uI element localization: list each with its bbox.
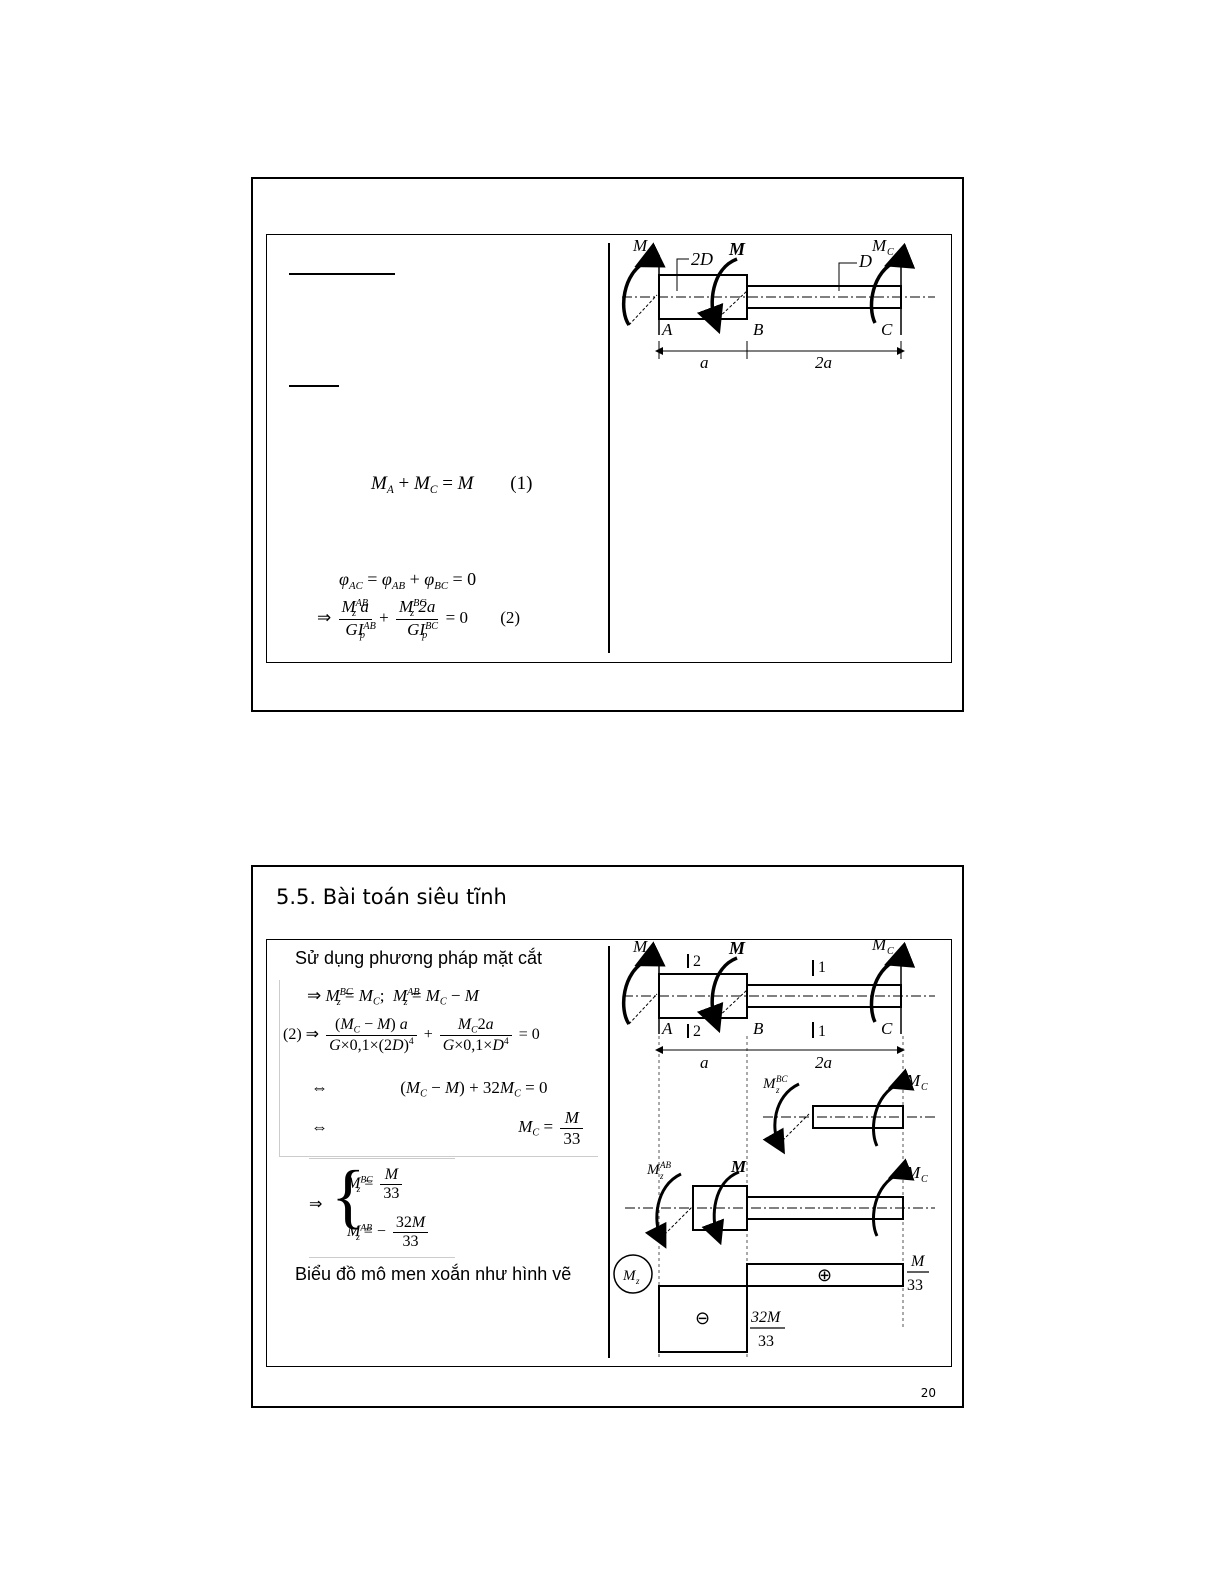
label-2d: 2D [691,249,713,269]
svg-text:A: A [647,948,655,959]
column-divider [608,946,610,1358]
label-point-c: C [881,320,893,339]
equation-frame [279,980,598,1157]
positive-value-den: 33 [907,1277,923,1294]
svg-text:M: M [905,1071,921,1090]
negative-value-den: 33 [758,1333,774,1350]
moment-m-ab-arrow [701,1170,740,1246]
mz-diagram-symbol [613,1254,653,1294]
label-length-2a: 2a [815,1053,832,1072]
moment-ma-arrow [622,941,666,1026]
svg-text:z: z [659,1171,664,1181]
shaft-figure: 2D D M A M M C A B C a 2a [622,236,935,372]
svg-text:2: 2 [693,953,701,970]
slide-2-content-frame: Sử dụng phương pháp mặt cắt ⇒ MBCz = MC;… [266,939,952,1367]
label-length-a: a [700,353,709,372]
moment-mc-arrow [869,941,916,1023]
negative-sign: ⊖ [695,1308,710,1328]
page-number: 20 [920,1386,936,1400]
label-d: D [858,251,872,271]
moment-mz-ab-arrow [644,1172,682,1249]
label-mc: M [871,236,887,255]
svg-text:A: A [647,247,655,258]
svg-text:2: 2 [693,1023,701,1040]
moment-mc-bc-arrow [872,1068,915,1147]
equation-moments: ⇒ MBCz = MC; MABz = MC − M [307,986,479,1008]
slide-2: 5.5. Bài toán siêu tĩnh Sử dụng phương p… [251,865,964,1408]
torque-positive-region [746,1263,904,1287]
slide-1: MA + MC = M (1) φAC = φAB + φBC = 0 ⇒ MA… [251,177,964,712]
equation-1: MA + MC = M (1) [371,473,533,496]
positive-value-num: M [910,1253,926,1270]
moment-mz-bc-arrow [762,1082,800,1155]
heading-underline-1 [289,273,395,275]
svg-text:1: 1 [818,959,826,976]
svg-text:1: 1 [818,1023,826,1040]
slide-1-content-frame: MA + MC = M (1) φAC = φAB + φBC = 0 ⇒ MA… [266,234,952,663]
label-point-b: B [753,1019,764,1038]
moment-m-arrow [696,956,738,1034]
method-text: Sử dụng phương pháp mặt cắt [295,948,543,968]
shaft-torque-figure: 2 1 2 1 M A M M C A B C a 2a [613,940,935,1360]
label-point-b: B [753,320,764,339]
svg-text:C: C [921,1174,928,1185]
label-point-a: A [661,1019,673,1038]
label-ma: M [632,236,648,255]
moment-m-arrow [696,257,738,335]
moment-ma-arrow [622,242,666,327]
svg-text:z: z [635,1276,640,1286]
equation-simplified: ⇔ (MC − M) + 32MC = 0 [311,1078,548,1100]
moment-mc-arrow [869,242,916,324]
svg-text:C: C [887,247,894,258]
svg-text:M: M [622,1268,637,1284]
label-m: M [728,239,746,259]
svg-text:M: M [762,1076,777,1092]
negative-value-num: 32M [750,1309,782,1326]
label-length-a: a [700,1053,709,1072]
label-length-2a: 2a [815,353,832,372]
diagram-caption: Biểu đồ mô men xoắn như hình vẽ [295,1264,572,1284]
svg-text:M: M [646,1162,661,1178]
equation-compatibility: φAC = φAB + φBC = 0 [339,569,477,592]
label-point-c: C [881,1019,893,1038]
moment-mc-ac-arrow [872,1158,915,1237]
label-ma: M [632,940,648,956]
slide-title: 5.5. Bài toán siêu tĩnh [276,885,507,909]
torque-negative-region [658,1285,748,1353]
label-point-a: A [661,320,673,339]
svg-text:AB: AB [659,1160,671,1170]
equation-system-frame [309,1158,455,1258]
svg-text:BC: BC [776,1074,788,1084]
svg-text:M: M [905,1163,921,1182]
svg-text:C: C [887,946,894,957]
positive-sign: ⊕ [817,1265,832,1285]
label-mc: M [871,940,887,954]
column-divider [608,243,610,653]
svg-text:z: z [775,1085,780,1095]
label-m: M [728,940,746,958]
svg-text:C: C [921,1082,928,1093]
svg-text:M: M [730,1157,747,1176]
heading-underline-2 [289,385,339,387]
